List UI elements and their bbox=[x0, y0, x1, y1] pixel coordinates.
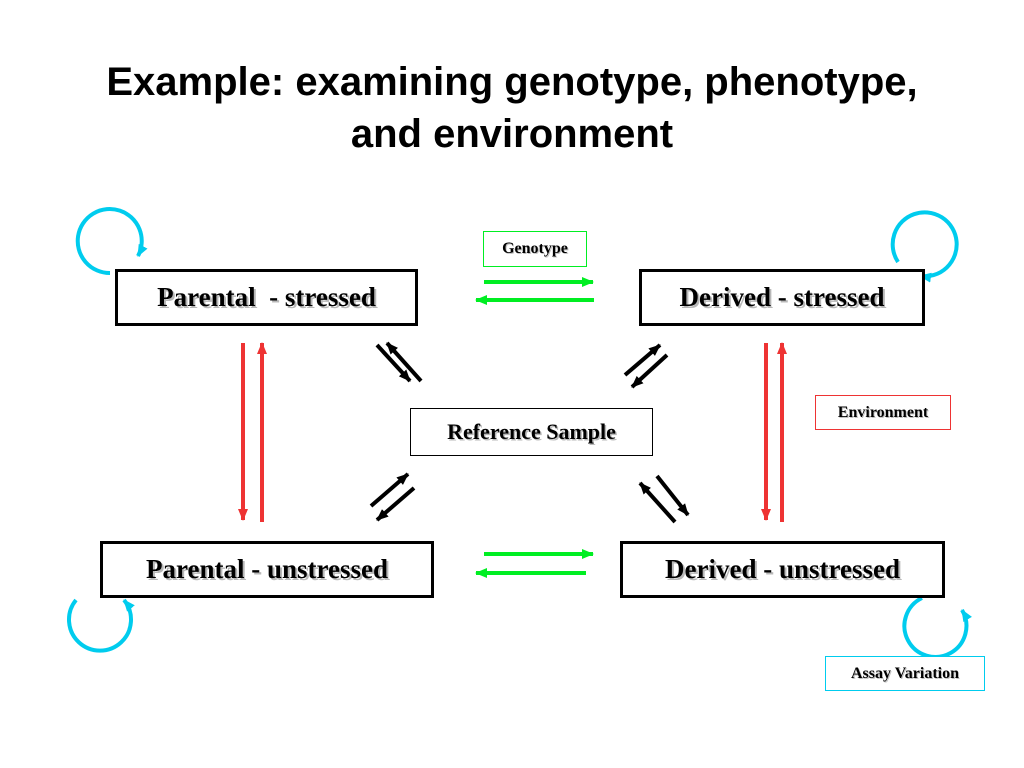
reference-link-parental-stressed bbox=[375, 341, 423, 383]
node-reference-sample: Reference Sample bbox=[410, 408, 653, 456]
genotype-arrows-bottom bbox=[475, 549, 594, 578]
reference-link-derived-stressed bbox=[623, 343, 669, 389]
title-line-1: Example: examining genotype, phenotype, bbox=[106, 60, 918, 104]
slide-title: Example: examining genotype, phenotype, … bbox=[0, 56, 1024, 160]
legend-genotype: Genotype bbox=[483, 231, 587, 267]
node-derived-unstressed: Derived - unstressed bbox=[620, 541, 945, 598]
legend-assay-variation: Assay Variation bbox=[825, 656, 985, 691]
assay-loop-parental-unstressed bbox=[67, 598, 135, 653]
environment-arrows-right bbox=[761, 342, 787, 522]
genotype-arrows-top bbox=[475, 277, 594, 305]
node-parental-stressed: Parental - stressed bbox=[115, 269, 418, 326]
assay-loop-parental-stressed bbox=[75, 207, 148, 276]
reference-link-derived-unstressed bbox=[638, 474, 690, 524]
node-parental-unstressed: Parental - unstressed bbox=[100, 541, 434, 598]
assay-loop-derived-stressed bbox=[890, 210, 959, 283]
environment-arrows-left bbox=[238, 342, 267, 522]
node-derived-stressed: Derived - stressed bbox=[639, 269, 925, 326]
assay-loop-derived-unstressed bbox=[902, 596, 972, 659]
reference-link-parental-unstressed bbox=[369, 472, 416, 522]
title-line-2: and environment bbox=[350, 112, 674, 156]
legend-environment: Environment bbox=[815, 395, 951, 430]
